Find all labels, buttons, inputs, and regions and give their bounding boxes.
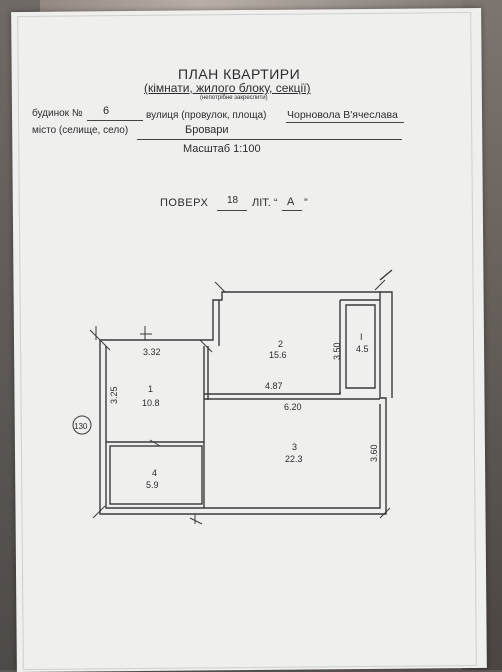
marker-circle: [72, 415, 92, 435]
document-subtitle: (кімнати, жилого блоку, секції): [144, 81, 311, 95]
room-1-number: 1: [148, 384, 153, 394]
street-value: Чорновола В'ячеслава: [287, 109, 398, 121]
room-3-area: 22.3: [285, 454, 303, 464]
lit-underline: [282, 210, 302, 211]
floor-label: ПОВЕРХ: [160, 197, 209, 209]
floor-underline: [217, 210, 247, 211]
dim-room2-width: 4.87: [265, 381, 283, 391]
balcony-number: І: [360, 332, 363, 342]
house-underline: [87, 120, 143, 121]
room-2-number: 2: [278, 339, 283, 349]
room-3-number: 3: [292, 442, 297, 452]
marker-label: 130: [74, 422, 88, 431]
lit-close: ”: [304, 197, 308, 209]
city-value: Бровари: [185, 124, 229, 136]
dim-room3-width: 6.20: [284, 402, 302, 412]
floor-value: 18: [227, 195, 239, 206]
dim-room1-width: 3.32: [143, 347, 161, 357]
dimension-ticks: [89, 279, 391, 525]
balcony-wall-ext: [379, 269, 393, 398]
room-4-area: 5.9: [146, 480, 159, 490]
strike-note: (непотрібне закреслити): [200, 95, 268, 101]
document-title: ПЛАН КВАРТИРИ: [178, 66, 301, 82]
outer-wall-inner: [105, 300, 381, 509]
wall-room1-room2: [203, 346, 209, 508]
house-value: 6: [103, 105, 110, 117]
street-underline: [286, 122, 404, 123]
wall-room2-room3: [204, 392, 380, 400]
house-label: будинок №: [32, 108, 83, 119]
dim-room1-height: 3.25: [109, 386, 119, 404]
lit-value: А: [287, 196, 295, 208]
dim-room2-height: 3.50: [332, 342, 342, 360]
city-underline: [137, 139, 402, 140]
room4-outline: [109, 445, 203, 505]
street-label: вулиця (провулок, площа): [146, 110, 267, 121]
balcony-area: 4.5: [356, 344, 369, 354]
room-1-area: 10.8: [142, 398, 160, 408]
lit-label: ЛІТ. “: [252, 197, 278, 209]
room-4-number: 4: [152, 468, 157, 478]
room-2-area: 15.6: [269, 350, 287, 360]
balcony-outline: [340, 299, 380, 389]
scale-label: Масштаб 1:100: [183, 143, 261, 155]
city-label: місто (селище, село): [32, 125, 129, 136]
dim-room3-height: 3.60: [369, 444, 379, 462]
